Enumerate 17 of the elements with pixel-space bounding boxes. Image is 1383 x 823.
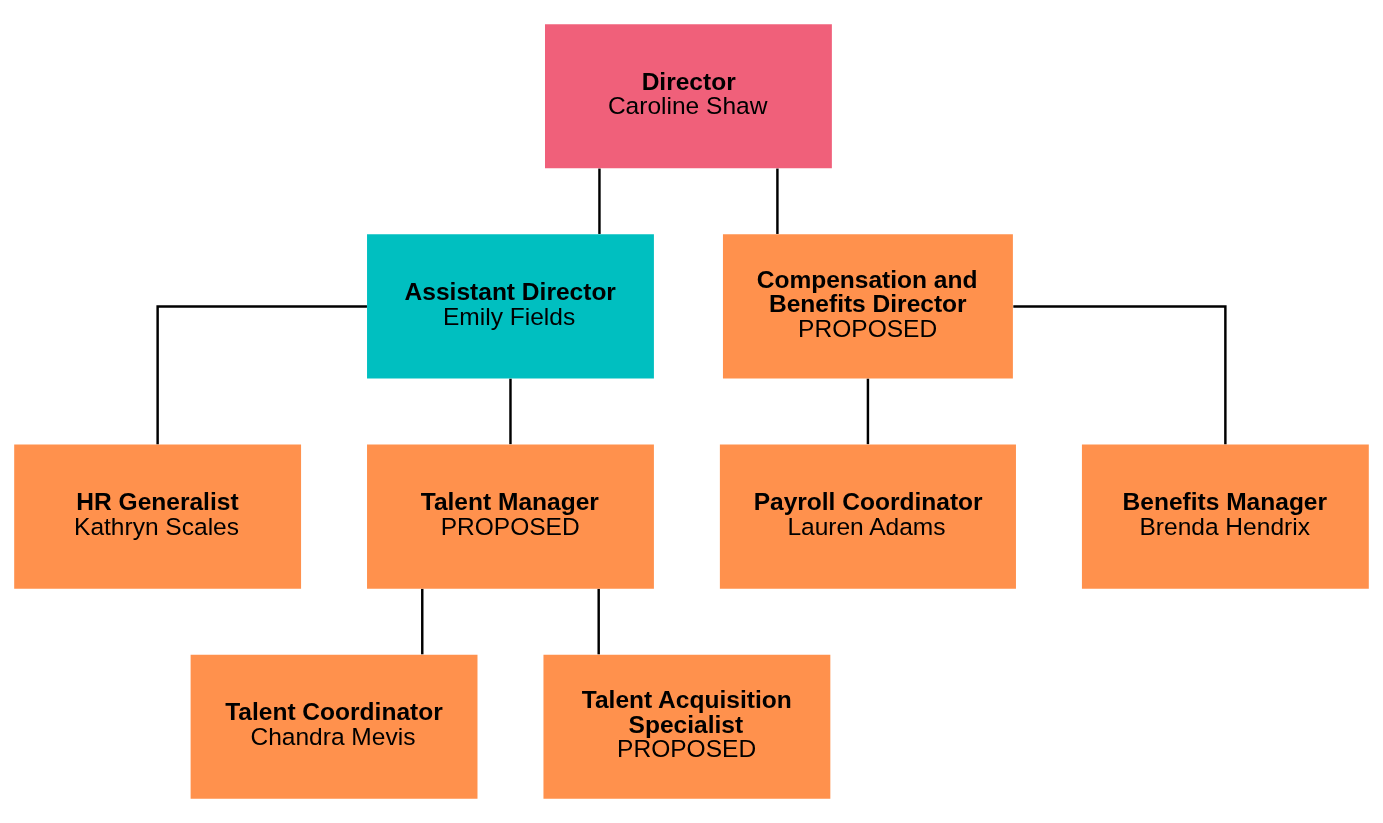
node-box: Benefits Manager Brenda Hendrix	[1081, 444, 1369, 589]
connector	[597, 588, 600, 655]
node-box: Assistant Director Emily Fields	[367, 234, 654, 379]
connector	[776, 168, 779, 234]
node-box: Talent Manager PROPOSED	[367, 444, 654, 589]
connector	[421, 588, 424, 655]
node-box: Talent Coordinator Chandra Mevis	[190, 654, 478, 799]
node-box: Compensation and Benefits Director PROPOSED	[722, 234, 1013, 379]
connector	[1013, 305, 1227, 445]
node-box: HR Generalist Kathryn Scales	[14, 444, 302, 589]
connector	[866, 378, 870, 445]
connector	[598, 168, 601, 234]
node-box: Director Caroline Shaw	[545, 24, 832, 169]
connector	[156, 305, 367, 445]
node-box: Talent Acquisition Specialist PROPOSED	[543, 654, 831, 799]
connector	[509, 378, 512, 445]
node-box: Payroll Coordinator Lauren Adams	[719, 444, 1016, 589]
